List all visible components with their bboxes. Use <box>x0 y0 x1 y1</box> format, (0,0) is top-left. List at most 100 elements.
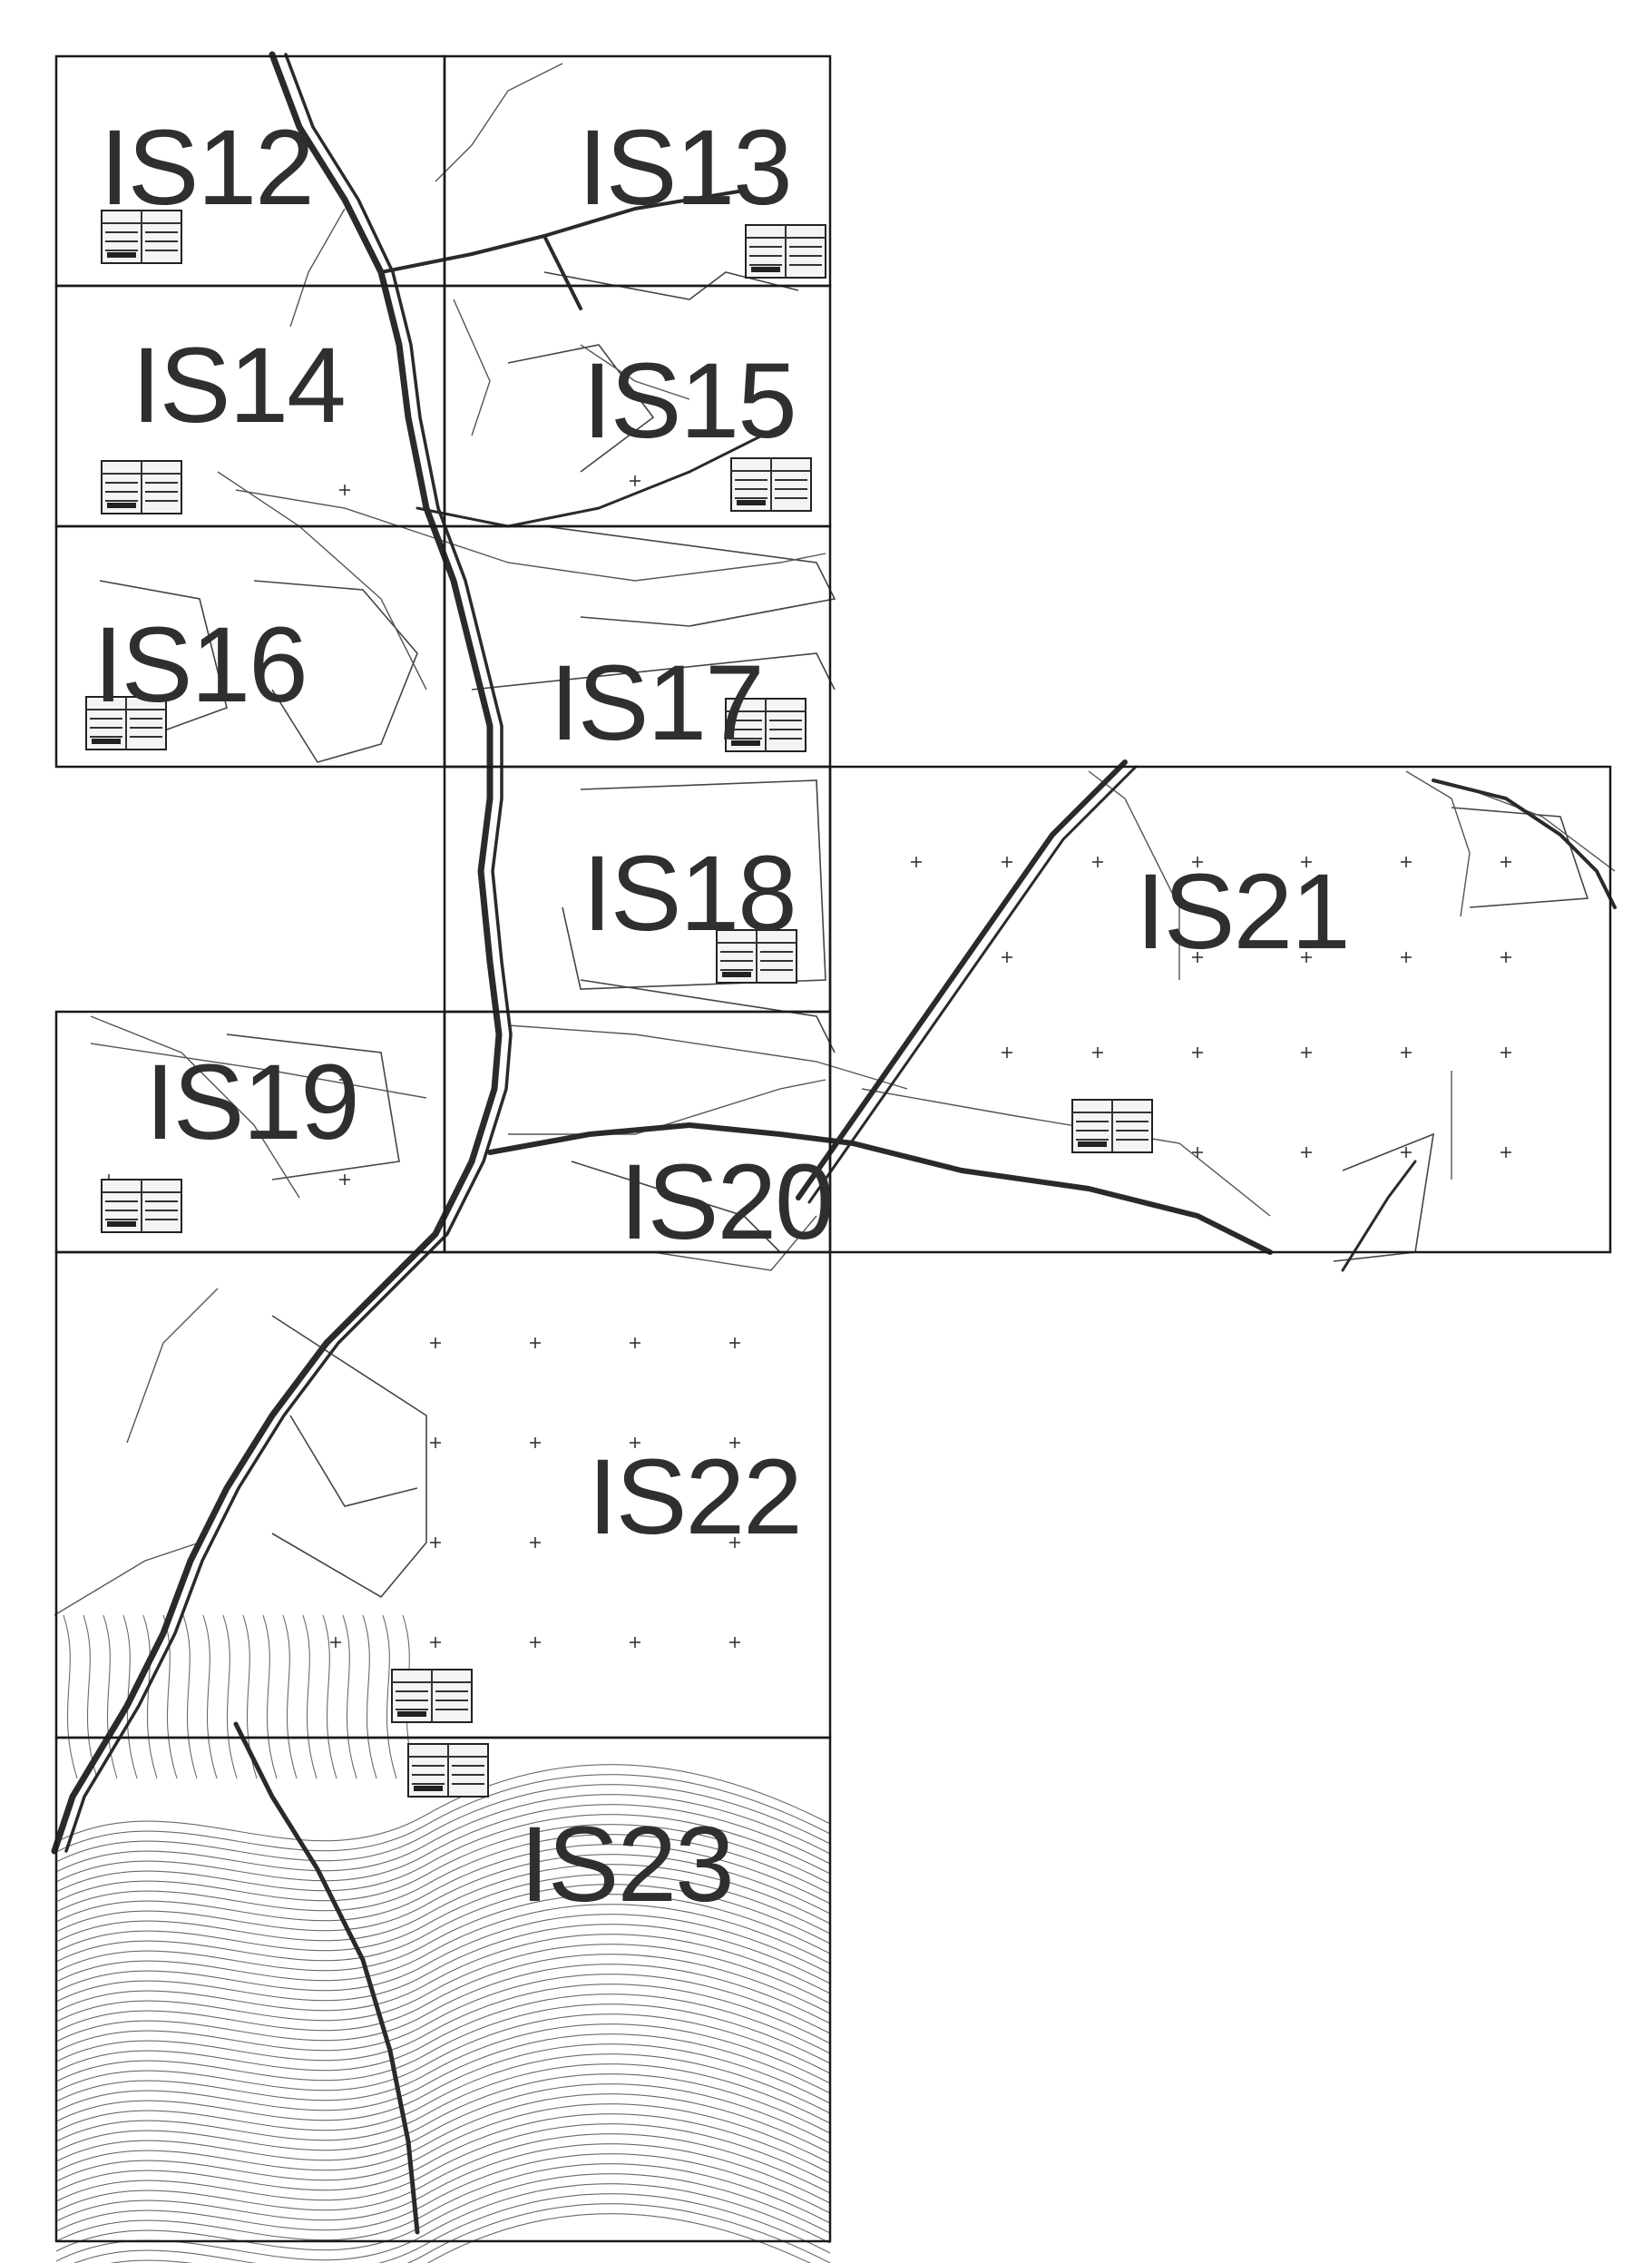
grid-cross <box>430 1437 441 1448</box>
sheet-frame-is23[interactable] <box>54 1736 832 2243</box>
title-block <box>725 698 806 752</box>
contour-line <box>55 2093 831 2172</box>
contour-line <box>162 1614 178 1779</box>
contour-line <box>302 1614 318 1779</box>
contour-line <box>63 1614 78 1779</box>
grid-cross <box>1301 1047 1312 1058</box>
contour-line <box>55 2173 831 2252</box>
title-block <box>716 929 797 984</box>
grid-cross <box>530 1637 541 1648</box>
title-block <box>407 1743 489 1798</box>
grid-cross <box>1500 1147 1511 1158</box>
contour-line <box>110 2203 831 2263</box>
sheet-label-is19: IS19 <box>145 1043 358 1162</box>
sheet-label-is22: IS22 <box>588 1437 801 1557</box>
contour-line <box>382 1614 397 1779</box>
contour-line <box>55 2103 831 2182</box>
contour-line <box>55 2033 831 2112</box>
contour-line <box>55 2113 831 2192</box>
grid-cross <box>729 1537 740 1548</box>
grid-cross <box>1192 857 1203 867</box>
grid-cross <box>430 1537 441 1548</box>
contour-line <box>55 1944 831 2023</box>
contour-line <box>362 1614 377 1779</box>
grid-cross <box>1500 952 1511 963</box>
contour-line <box>55 1824 831 1903</box>
grid-cross <box>1500 857 1511 867</box>
contour-line <box>55 1964 831 2043</box>
contour-line <box>262 1614 278 1779</box>
sheet-frame-is21[interactable] <box>828 765 1612 1254</box>
grid-cross <box>430 1337 441 1348</box>
sheet-label-is20: IS20 <box>620 1142 833 1262</box>
contour-line <box>426 2213 812 2263</box>
grid-cross <box>530 1437 541 1448</box>
sheet-label-is21: IS21 <box>1136 852 1349 972</box>
grid-cross <box>339 1074 350 1085</box>
grid-cross <box>1192 952 1203 963</box>
contour-line <box>55 2053 831 2132</box>
contour-line <box>182 1614 198 1779</box>
sheet-label-is17: IS17 <box>550 643 763 763</box>
contour-line <box>55 1984 831 2062</box>
grid-cross <box>729 1437 740 1448</box>
contour-line <box>55 2143 831 2222</box>
contour-line <box>55 2083 831 2162</box>
grid-cross <box>1002 857 1012 867</box>
contour-line <box>55 1854 831 1933</box>
title-blocks <box>85 210 1153 1798</box>
contour-line <box>55 1844 831 1923</box>
grid-cross <box>1092 1047 1103 1058</box>
contour-line <box>55 2043 831 2122</box>
grid-cross <box>1301 952 1312 963</box>
contour-line <box>55 1994 831 2072</box>
grid-cross <box>530 1337 541 1348</box>
title-block <box>730 457 812 512</box>
contour-line <box>55 1864 831 1943</box>
grid-cross <box>729 1337 740 1348</box>
grid-cross <box>1401 952 1412 963</box>
contour-line <box>55 1934 831 2013</box>
contour-line <box>73 2193 831 2263</box>
contour-line <box>55 1764 831 1843</box>
contour-line <box>55 2003 831 2082</box>
contour-line <box>55 1924 831 2003</box>
grid-cross <box>1401 1147 1412 1158</box>
grid-cross <box>729 1637 740 1648</box>
contour-line <box>55 1814 831 1893</box>
grid-cross <box>1301 857 1312 867</box>
contour-line <box>55 1834 831 1913</box>
title-block <box>391 1669 473 1723</box>
title-block <box>85 696 167 750</box>
grid-cross <box>339 485 350 495</box>
contour-line <box>55 1874 831 1953</box>
grid-cross <box>530 1537 541 1548</box>
title-block <box>1071 1099 1153 1153</box>
contour-line <box>55 2013 831 2092</box>
grid-cross <box>1092 857 1103 867</box>
grid-cross <box>630 1637 640 1648</box>
contour-line <box>202 1614 218 1779</box>
contour-line <box>55 1804 831 1883</box>
grid-cross <box>1401 1047 1412 1058</box>
sheet-label-is13: IS13 <box>578 108 791 228</box>
contour-line <box>55 1914 831 1993</box>
sheet-label-is15: IS15 <box>582 341 796 461</box>
sheet-label-is16: IS16 <box>93 605 307 725</box>
contour-line <box>55 2163 831 2242</box>
grid-cross <box>911 857 922 867</box>
secondary-lines <box>54 63 1616 1616</box>
grid-cross <box>1002 1047 1012 1058</box>
contour-line <box>55 1784 831 1863</box>
title-block <box>101 210 182 264</box>
sheet-label-is23: IS23 <box>520 1805 733 1925</box>
contour-line <box>55 2063 831 2142</box>
title-block <box>101 1179 182 1233</box>
contour-line <box>55 2153 831 2232</box>
grid-cross <box>630 1337 640 1348</box>
contour-line <box>282 1614 298 1779</box>
grid-cross <box>1002 952 1012 963</box>
title-block <box>745 224 826 279</box>
contour-line <box>122 1614 138 1779</box>
